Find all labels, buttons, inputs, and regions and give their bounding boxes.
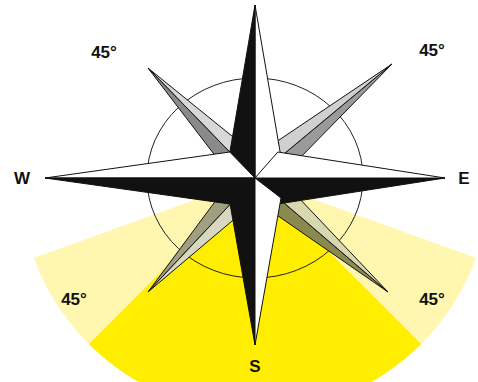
star-point — [229, 178, 255, 345]
star-point — [255, 178, 445, 204]
star-point — [45, 178, 255, 204]
direction-label: W — [14, 170, 30, 187]
star-point — [255, 152, 445, 178]
angle-label: 45° — [419, 291, 445, 308]
direction-label: S — [249, 358, 260, 375]
angle-label: 45° — [419, 42, 445, 59]
sun-sector — [89, 178, 421, 382]
direction-label: E — [458, 170, 469, 187]
star-point — [229, 5, 255, 178]
compass-star — [45, 5, 445, 345]
star-point — [45, 152, 255, 178]
light-sun-sector — [34, 178, 476, 382]
angle-label: 45° — [91, 44, 117, 61]
angle-label: 45° — [61, 291, 87, 308]
star-point — [255, 178, 281, 345]
